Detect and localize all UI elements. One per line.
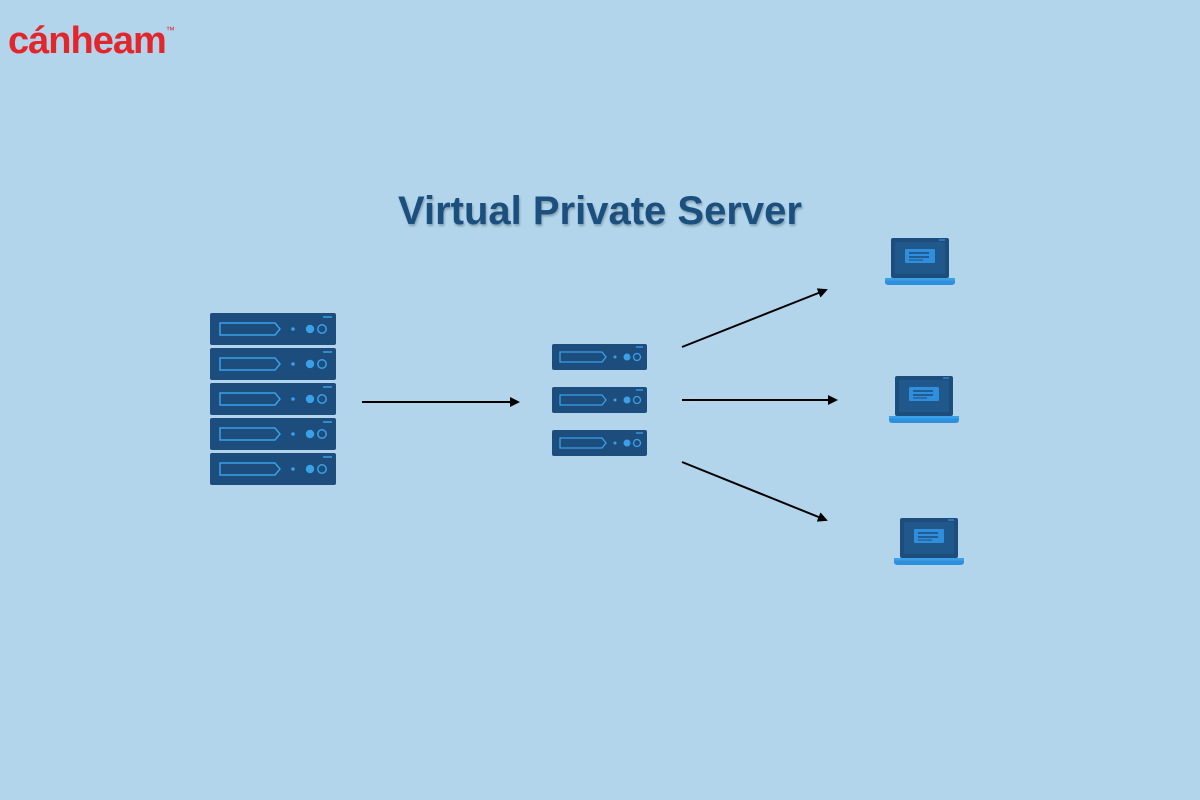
vps-server-icon: [551, 343, 648, 457]
arrow-vps-to-laptop-top: [681, 288, 828, 348]
brand-logo-text: cánheam: [8, 20, 167, 62]
laptop-icon: [884, 237, 956, 286]
trademark-mark: ™: [165, 25, 175, 35]
laptop-icon: [893, 517, 965, 566]
arrow-vps-to-laptop-bottom: [681, 461, 828, 522]
diagram-title: Virtual Private Server: [398, 189, 802, 233]
laptop-icon: [888, 375, 960, 424]
server-rack-icon: [209, 312, 337, 486]
brand-logo: cánheam™: [8, 22, 175, 60]
